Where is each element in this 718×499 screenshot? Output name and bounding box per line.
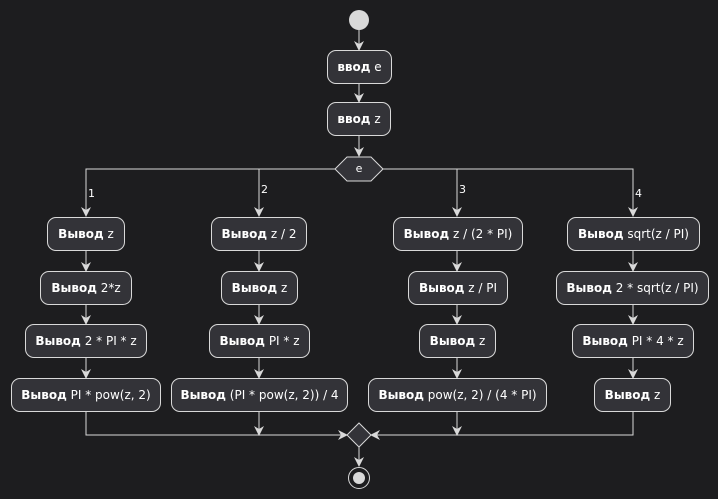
node-b3-step1: Вывод z / (2 * PI) <box>393 217 523 251</box>
edge-decision-branch-4 <box>383 168 638 217</box>
edge-decision-branch-3 <box>373 168 462 217</box>
stop-circle-inner <box>353 472 365 484</box>
node-b1-step2: Вывод 2*z <box>40 271 132 305</box>
node-b4-step3: Вывод PI * 4 * z <box>572 324 694 358</box>
node-b3-step3: Вывод z <box>419 324 496 358</box>
stop-circle-icon <box>348 467 370 489</box>
decision-label: e <box>355 162 363 175</box>
node-b4-step2: Вывод 2 * sqrt(z / PI) <box>556 271 709 305</box>
node-b4-step1: Вывод sqrt(z / PI) <box>567 217 700 251</box>
node-b2-step2: Вывод z <box>221 271 298 305</box>
branch-label-3: 3 <box>459 183 466 196</box>
node-b2-step1: Вывод z / 2 <box>211 217 307 251</box>
node-b2-step3: Вывод PI * z <box>209 324 310 358</box>
node-b1-step1: Вывод z <box>47 217 125 251</box>
merge-diamond <box>346 422 372 448</box>
node-b2-step4: Вывод (PI * pow(z, 2)) / 4 <box>171 378 348 412</box>
node-b3-step4: Вывод pow(z, 2) / (4 * PI) <box>368 378 547 412</box>
node-input-e: ввод e <box>327 50 392 84</box>
node-b4-step4: Вывод z <box>594 378 671 412</box>
node-b1-step3: Вывод 2 * PI * z <box>25 324 147 358</box>
node-input-z: ввод z <box>327 102 391 136</box>
branch-label-1: 1 <box>88 187 95 200</box>
branch-label-2: 2 <box>261 183 268 196</box>
start-circle-icon <box>349 10 369 30</box>
node-b3-step2: Вывод z / PI <box>408 271 508 305</box>
branch-label-4: 4 <box>635 187 642 200</box>
node-b1-step4: Вывод PI * pow(z, 2) <box>11 378 161 412</box>
edge-decision-branch-2 <box>254 168 345 217</box>
edge-decision-branch-1 <box>81 168 335 217</box>
edge-b4-to-merge <box>370 412 634 440</box>
edge-b1-to-merge <box>85 412 348 440</box>
decision-hexagon <box>334 156 384 182</box>
